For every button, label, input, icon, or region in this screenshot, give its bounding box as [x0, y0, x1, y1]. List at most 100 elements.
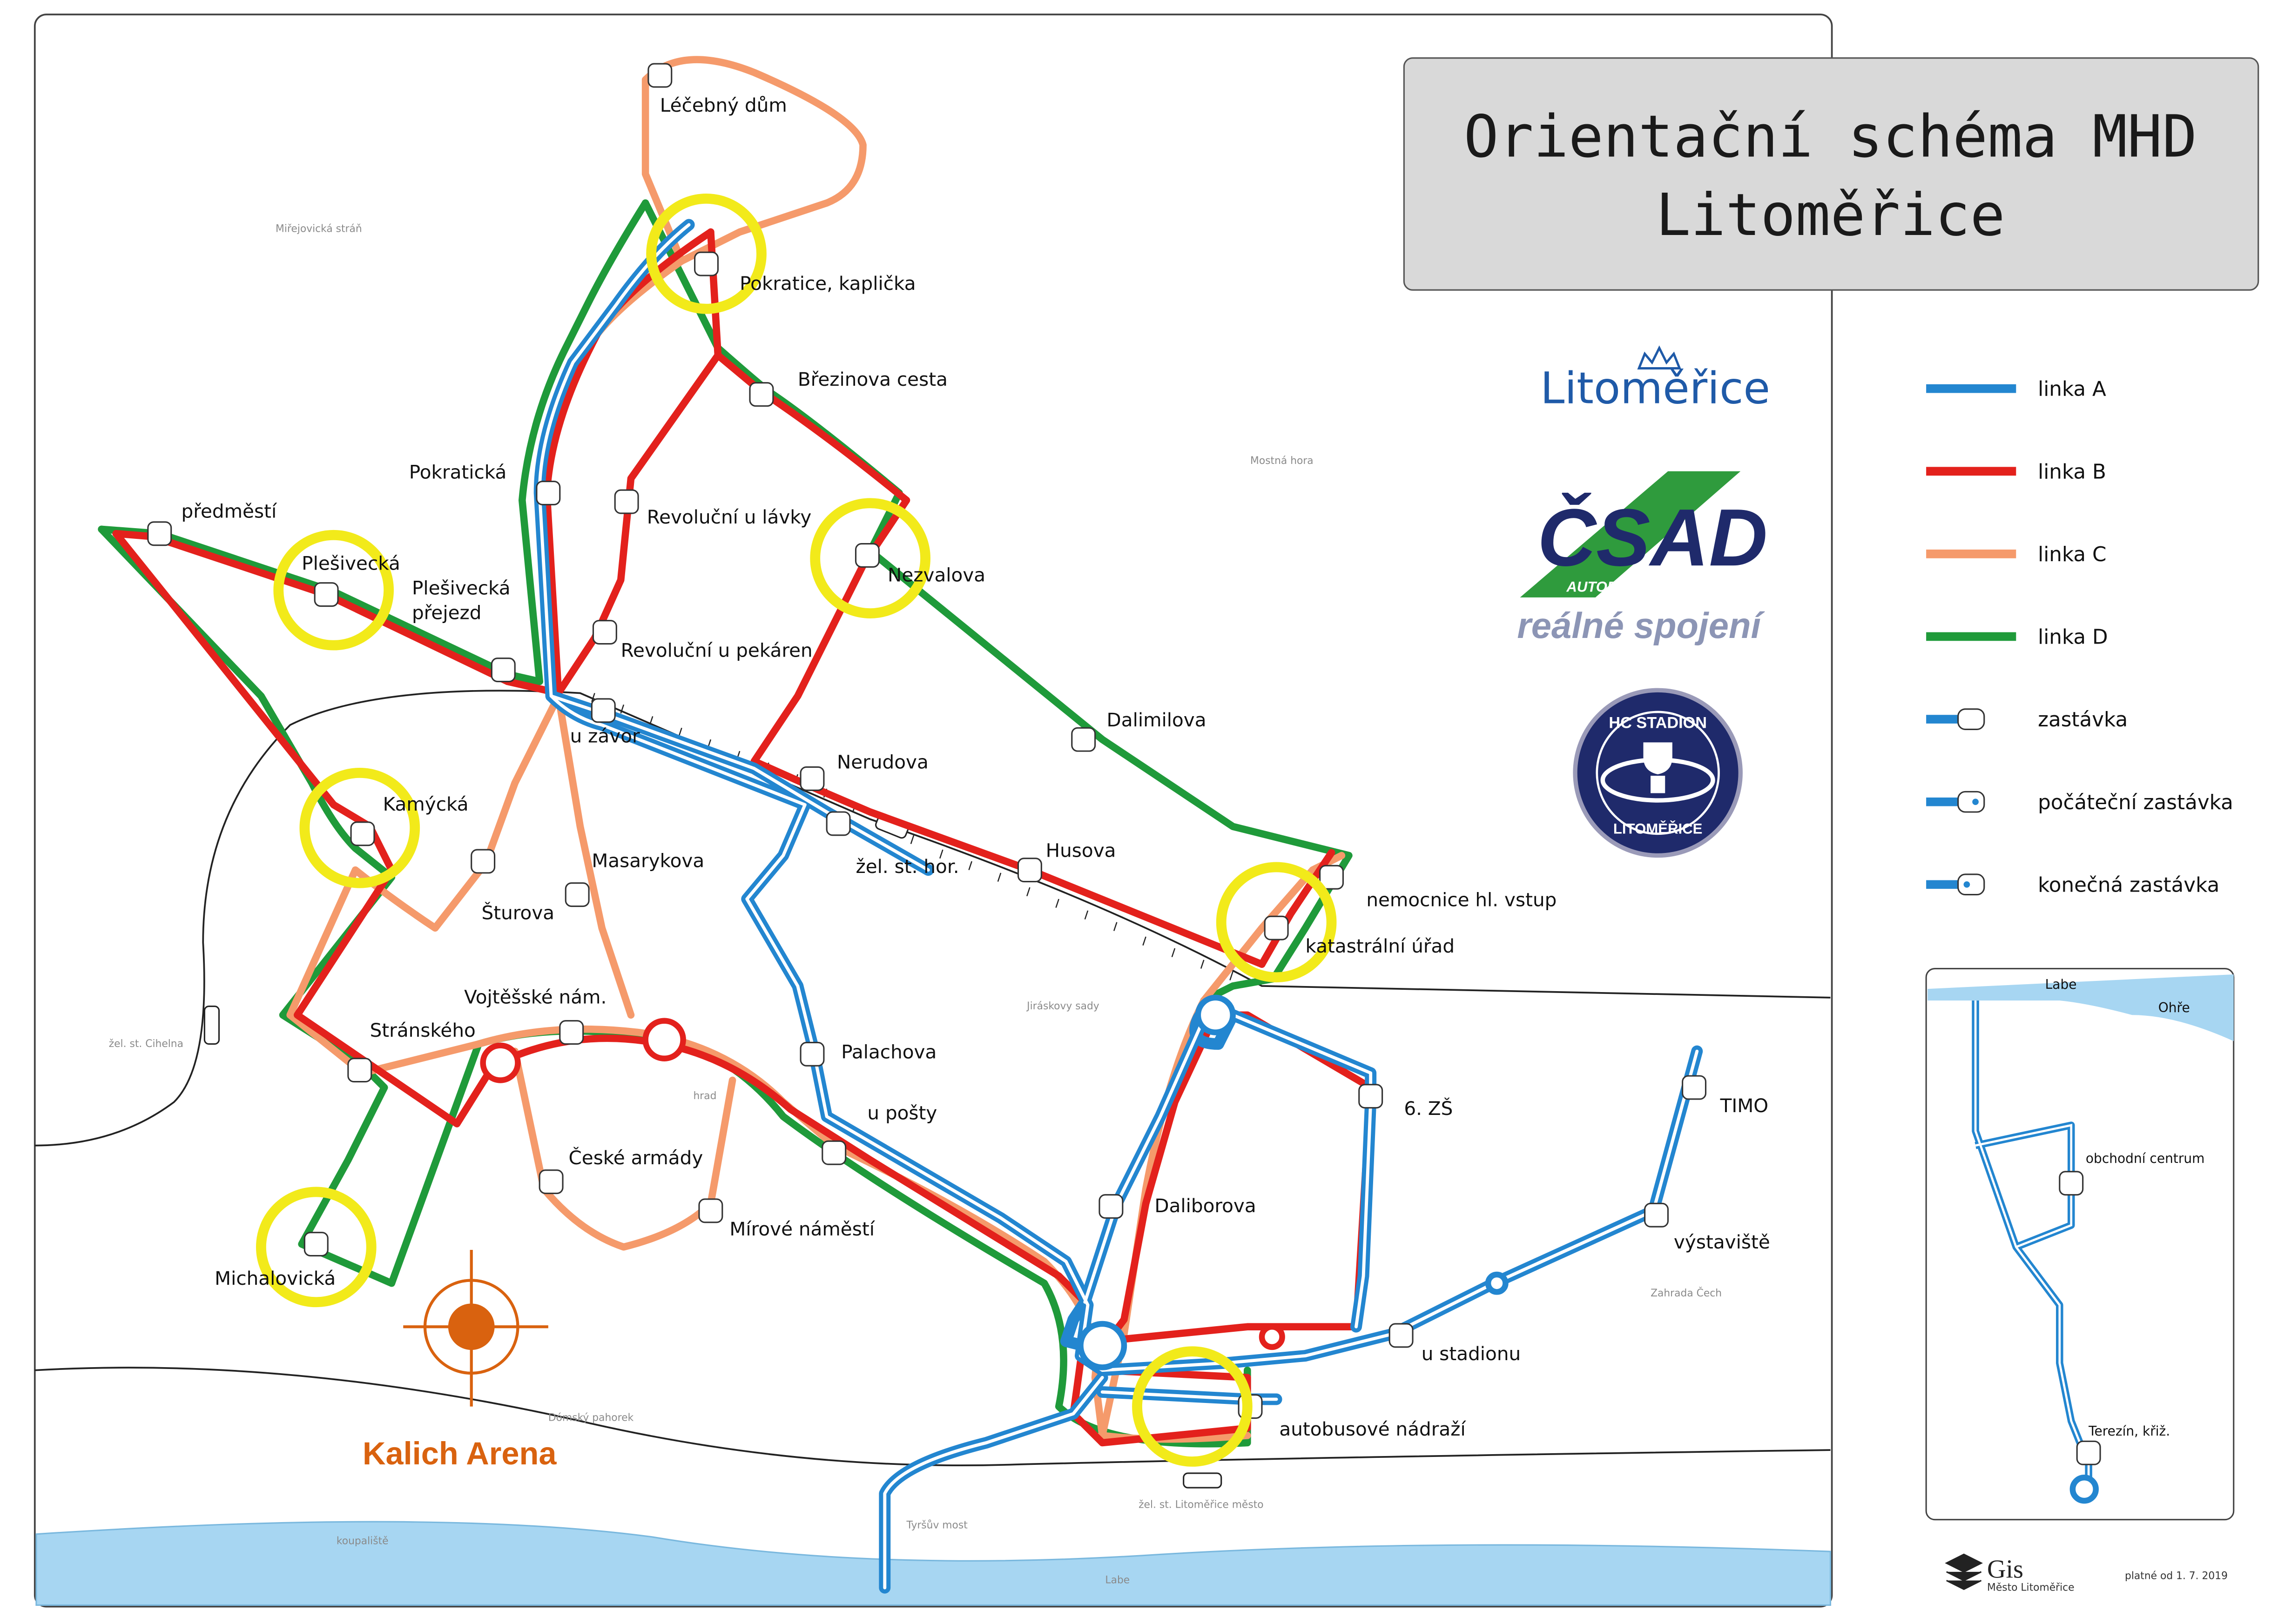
litomerice-logo-text: Litoměřice	[1540, 363, 1770, 414]
roundabout-stadion-east	[1259, 1323, 1285, 1350]
stop-symbol-timo	[1682, 1075, 1707, 1100]
inset-label-labe: Labe	[2045, 977, 2077, 992]
area-label-tyrsuv-most: Tyršův most	[906, 1519, 968, 1531]
highlight-plesivecka	[273, 530, 394, 651]
highlight-pokratice	[646, 193, 767, 314]
river-labe	[35, 1521, 1832, 1606]
gis-logo: Gis Město Litoměřice	[1945, 1553, 2075, 1593]
highlight-circles	[256, 193, 1337, 1467]
area-label-zahrada-cech: Zahrada Čech	[1651, 1287, 1722, 1299]
target-icon-kalich-arena	[403, 1250, 548, 1407]
legend-item-4: zastávka	[1926, 708, 2128, 731]
stop-label-zel-st-hor: žel. st. hor.	[856, 855, 959, 878]
stop-label-u-posty: u pošty	[867, 1102, 937, 1124]
roundabouts	[480, 994, 1509, 1370]
stop-label-pokraticka: Pokratická	[409, 461, 507, 483]
litomerice-logo: Litoměřice	[1540, 345, 1770, 414]
valid-from-note: platné od 1. 7. 2019	[2125, 1570, 2228, 1582]
stop-label-revolucni-u-lavky: Revoluční u lávky	[647, 506, 812, 528]
stop-label-nemocnice: nemocnice hl. vstup	[1366, 889, 1557, 911]
stop-label-nezvalova: Nezvalova	[888, 564, 985, 586]
stop-symbol-nezvalova	[855, 543, 880, 568]
stop-symbol-michalovicka	[303, 1232, 329, 1257]
stop-label-sesta-zs: 6. ZŠ	[1404, 1097, 1453, 1120]
stop-label-palachova: Palachova	[841, 1041, 937, 1063]
inset-label-terezin-kriz: Terezín, křiž.	[2088, 1423, 2170, 1439]
legend-label-1: linka B	[2038, 460, 2106, 483]
stop-symbol-plesivecka-prejezd	[491, 658, 516, 683]
trophy-icon	[1643, 742, 1672, 793]
stop-label-plesivecka: Plešivecká	[302, 552, 400, 575]
legend-item-1: linka B	[1926, 460, 2106, 483]
stop-symbol-dalimilova	[1071, 727, 1096, 752]
inset-river-labe	[1927, 974, 2234, 1041]
legend-item-0: linka A	[1926, 378, 2106, 401]
hc-stadion-logo: HC STADION LITOMĚŘICE	[1573, 688, 1743, 858]
stop-label-timo: TIMO	[1720, 1094, 1769, 1117]
hc-stadion-top-text: HC STADION	[1609, 714, 1707, 731]
area-label-koupaliste: koupaliště	[337, 1536, 389, 1547]
stop-label-vojtesske-nam: Vojtěšské nám.	[464, 986, 606, 1008]
stop-symbol-mirove-namesti	[698, 1198, 723, 1223]
stop-label-revolucni-u-pekaren: Revoluční u pekáren	[621, 639, 813, 662]
stop-symbol-ceske-armady	[539, 1169, 564, 1195]
inset-map: Labe Ohře obchodní centrum Terezín, křiž…	[1925, 967, 2235, 1521]
highlight-nezvalova	[810, 498, 930, 619]
stop-label-kamycka: Kamýcká	[383, 793, 469, 815]
legend-label-3: linka D	[2038, 626, 2108, 649]
legend-item-6: konečná zastávka	[1926, 873, 2219, 897]
gis-logo-subtext: Město Litoměřice	[1987, 1582, 2075, 1593]
roundabout-nadrazi	[1078, 1321, 1127, 1370]
kalich-arena-label: Kalich Arena	[363, 1436, 557, 1471]
stop-symbol-u-stadionu	[1388, 1323, 1414, 1348]
inset-label-obchodni-centrum: obchodní centrum	[2086, 1151, 2205, 1166]
stop-symbol-u-posty	[822, 1140, 847, 1165]
area-label-jiraskovy-sady: Jiráskovy sady	[1026, 1000, 1099, 1012]
area-label-zel-st-litomerice-mesto: žel. st. Litoměřice město	[1139, 1499, 1263, 1511]
stop-label-u-zavor: u závor	[570, 725, 640, 747]
area-label-zel-st-cihelna: žel. st. Cihelna	[109, 1038, 183, 1050]
gis-logo-text: Gis	[1987, 1555, 2023, 1584]
legend-item-2: linka C	[1926, 543, 2106, 566]
stop-label-dalimilova: Dalimilova	[1107, 709, 1206, 731]
stop-label-daliborova: Daliborova	[1154, 1195, 1256, 1217]
title-box	[1403, 57, 2259, 291]
csad-logo-subtext: AUTOBUSY KARLOVY VARY a.s.	[1566, 578, 1793, 595]
csad-logo: ČSAD AUTOBUSY KARLOVY VARY a.s. reálné s…	[1517, 471, 1793, 646]
highlight-autobusove-nadrazi	[1132, 1346, 1253, 1467]
stop-symbol-katastralni-urad	[1264, 915, 1289, 940]
stop-symbol-plesivecka	[314, 582, 339, 607]
stop-label-lecebny-dum: Léčebný dům	[660, 94, 787, 116]
title-line-2: Litoměřice	[1656, 181, 2005, 249]
stop-symbol-lecebny-dum	[647, 63, 673, 88]
crown-icon	[1637, 345, 1682, 369]
stop-label-u-stadionu: u stadionu	[1422, 1342, 1521, 1365]
area-label-labe: Labe	[1105, 1575, 1130, 1586]
legend-label-4: zastávka	[2038, 708, 2128, 731]
start-stop-marker-icon	[1972, 799, 1979, 805]
stop-label-stranskeho: Stránského	[370, 1019, 476, 1041]
stop-label-brezinova-cesta: Březinova cesta	[798, 368, 948, 390]
inset-frame	[1925, 967, 2235, 1521]
area-label-hrad: hrad	[693, 1090, 716, 1102]
stop-label-ceske-armady: České armády	[568, 1147, 703, 1169]
stop-symbol-kamycka	[350, 821, 375, 846]
end-stop-marker-icon	[1963, 881, 1970, 888]
stop-label-mirove-namesti: Mírové náměstí	[729, 1218, 875, 1240]
stop-labels: Léčebný dům Pokratice, kaplička Březinov…	[182, 94, 1770, 1440]
stop-symbol-vojtesske-nam	[559, 1020, 584, 1045]
stop-symbol-daliborova	[1098, 1194, 1124, 1219]
title-line-1: Orientační schéma MHD	[1464, 103, 2197, 171]
highlight-kamycka	[299, 767, 420, 888]
stop-label-husova: Husova	[1046, 839, 1116, 862]
stop-symbol-revolucni-u-lavky	[614, 489, 639, 514]
stop-symbol-vystaviste	[1644, 1202, 1669, 1228]
hc-stadion-bottom-text: LITOMĚŘICE	[1613, 820, 1703, 837]
stop-label-sturova: Šturova	[482, 902, 555, 924]
stop-symbol-palachova	[800, 1041, 825, 1067]
stop-label-autobusove-nadrazi: autobusové nádraží	[1279, 1418, 1466, 1440]
roundabout-hrad	[642, 1018, 686, 1061]
map-frame	[34, 13, 1833, 1608]
area-label-mostna-hora: Mostná hora	[1250, 455, 1314, 467]
